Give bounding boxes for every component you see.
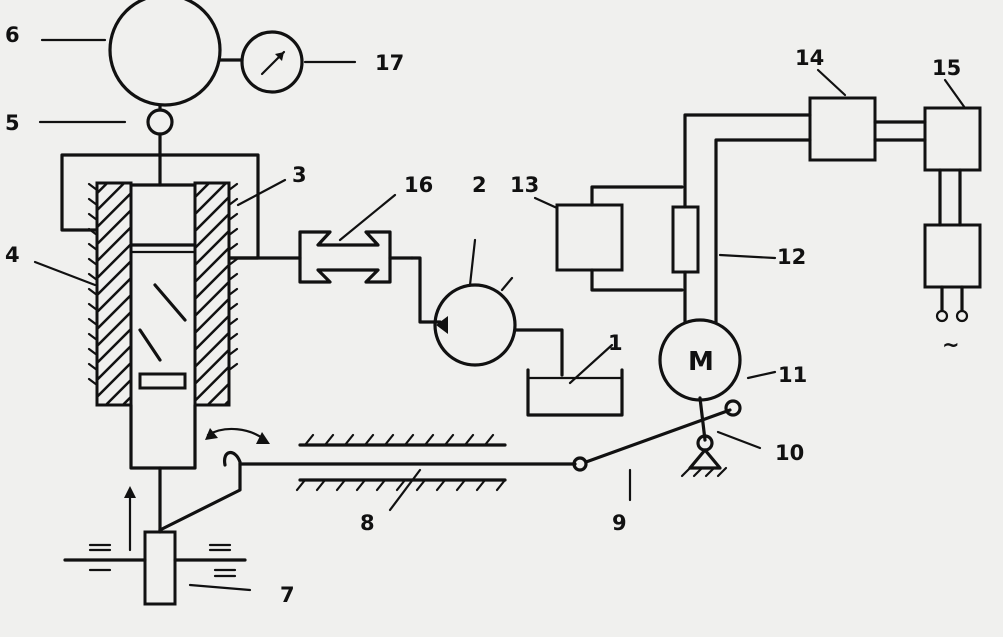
label-12: 12: [777, 245, 806, 269]
label-15: 15: [932, 56, 961, 80]
label-13: 13: [510, 173, 539, 197]
power-supply-block: [923, 223, 982, 323]
pump: [410, 238, 564, 377]
label-6: 6: [5, 23, 20, 47]
check-valve: [146, 103, 174, 187]
label-11: 11: [778, 363, 807, 387]
cylinder-walls: [87, 181, 239, 407]
control-block-15: [923, 78, 982, 227]
label-2: 2: [472, 173, 487, 197]
label-14: 14: [795, 46, 824, 70]
lower-slider: [63, 486, 252, 606]
label-3: 3: [292, 163, 307, 187]
electric-motor: [658, 318, 777, 402]
control-block-13: [533, 185, 684, 292]
pressure-gauge: [218, 30, 304, 94]
label-16: 16: [404, 173, 433, 197]
crank-support: [680, 396, 762, 478]
label-5: 5: [5, 111, 20, 135]
control-block-14: [808, 68, 927, 162]
linkage: [158, 408, 732, 532]
label-8: 8: [360, 511, 375, 535]
filter: [298, 193, 414, 284]
label-17: 17: [375, 51, 404, 75]
motor-label: M: [688, 347, 714, 377]
ac-symbol: ~: [942, 333, 960, 357]
oil-reservoir: [526, 343, 624, 417]
piston-assembly: [129, 243, 197, 534]
receiver-tank: [108, 0, 222, 107]
label-1: 1: [608, 331, 623, 355]
cylinder-housing: [60, 153, 302, 260]
resistor-12: [671, 113, 812, 324]
label-7: 7: [280, 583, 295, 607]
label-9: 9: [612, 511, 627, 535]
label-10: 10: [775, 441, 804, 465]
guide-rails: [295, 433, 507, 512]
label-4: 4: [5, 243, 20, 267]
